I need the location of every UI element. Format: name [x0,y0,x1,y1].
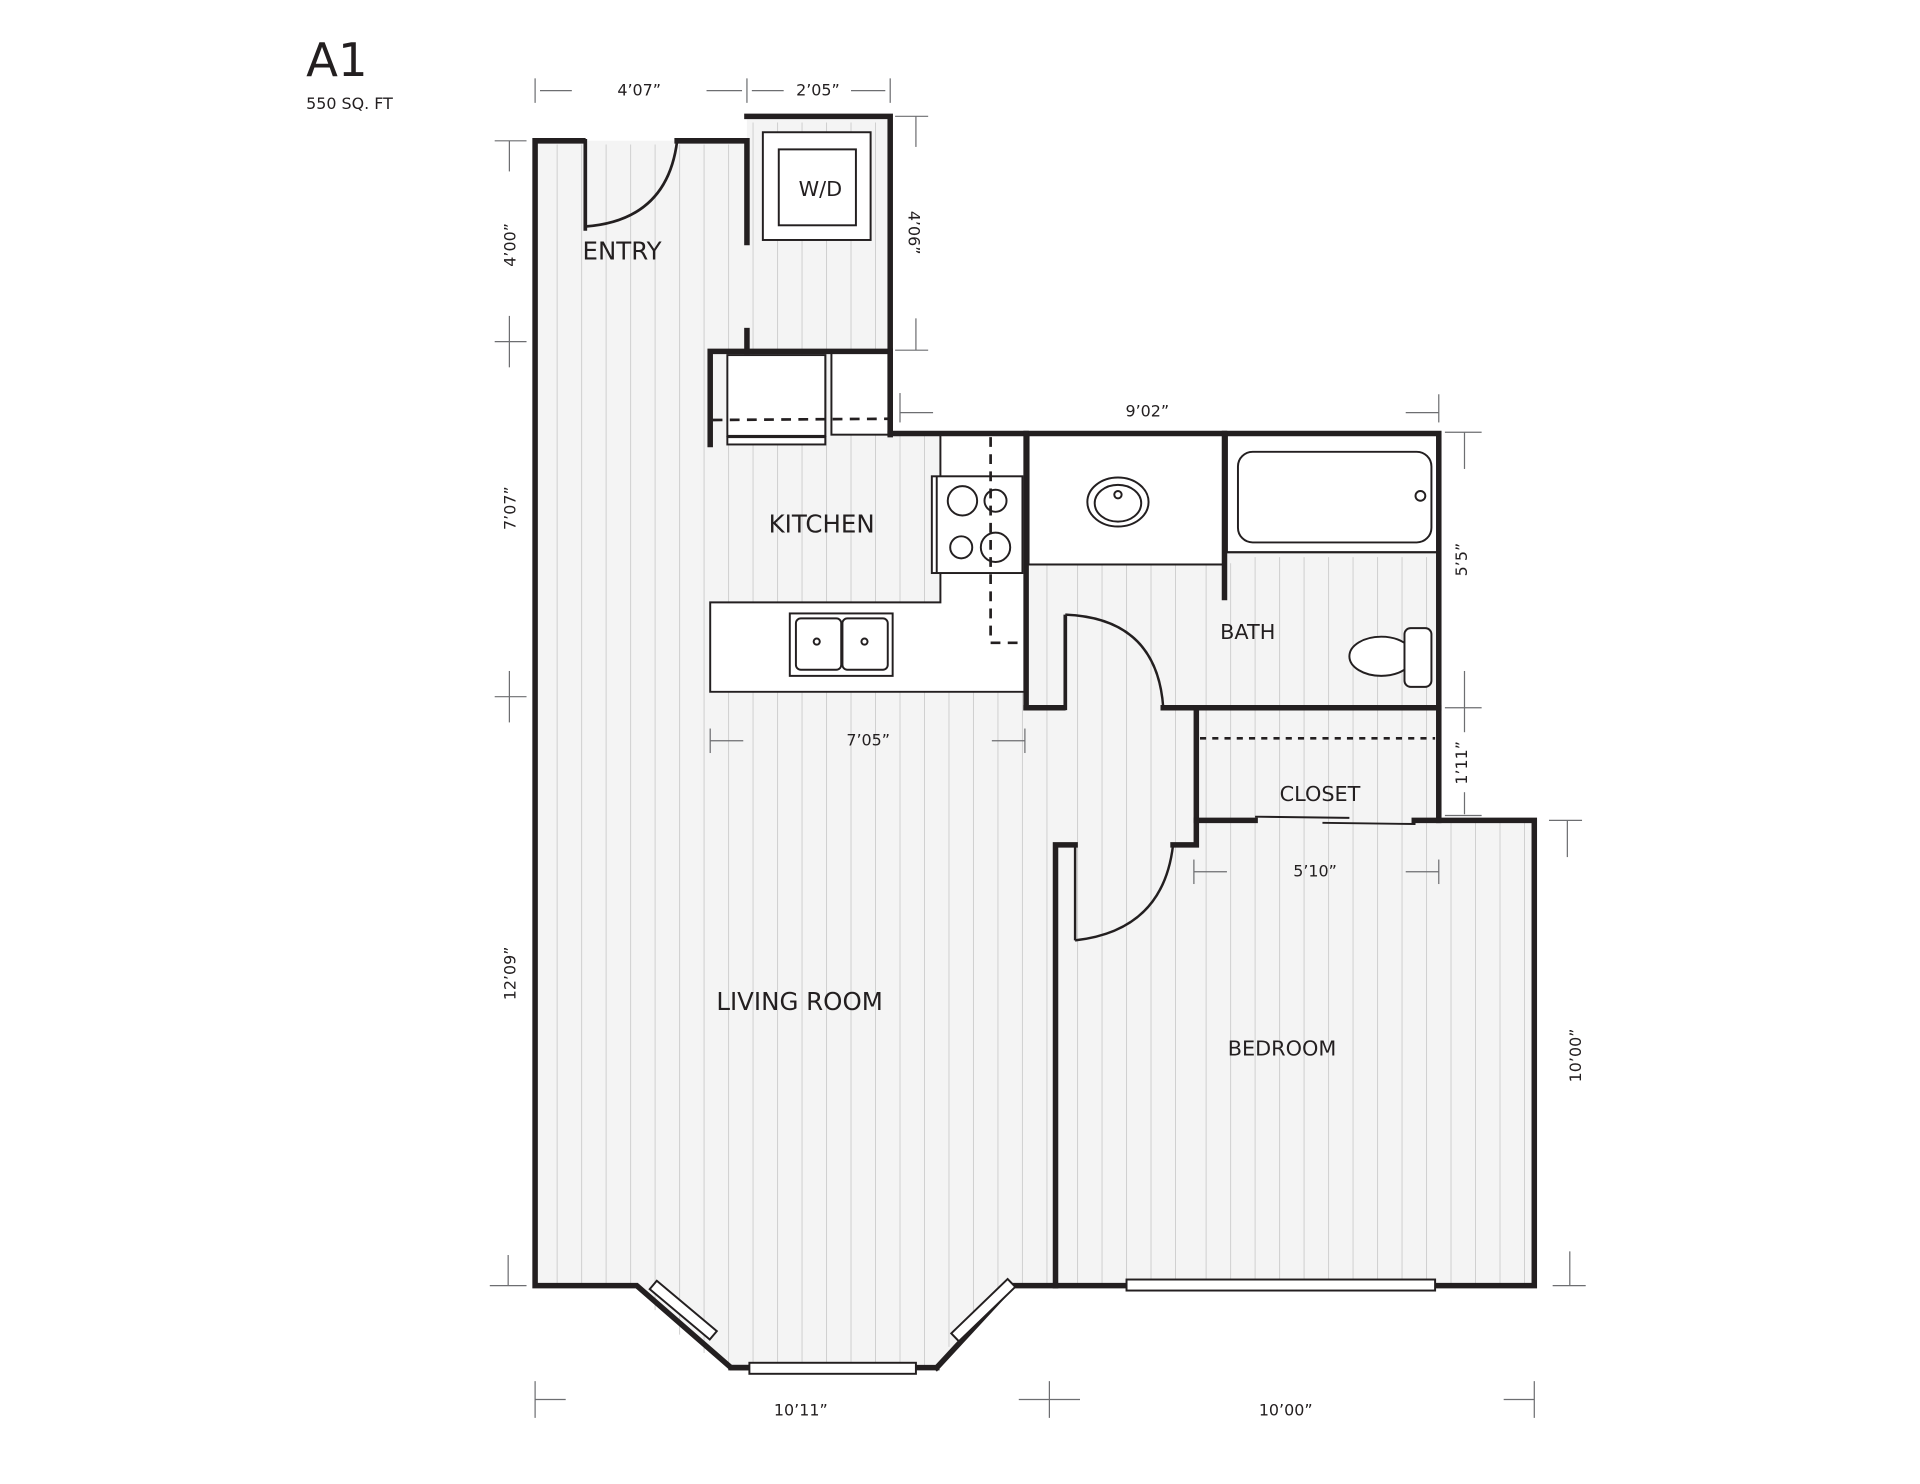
room-labels: ENTRY KITCHEN BATH CLOSET LIVING ROOM BE… [582,237,1360,1061]
bathtub-icon [1236,450,1433,544]
dim-entry-width: 4’07” [617,81,661,100]
dim-bedroom-depth: 10’00” [1566,1029,1585,1083]
window-icon [648,1279,719,1341]
dim-kitchen-depth: 7’07” [501,486,520,530]
dim-entry-depth: 4’00” [501,223,520,267]
kitchen-fixtures [709,350,1028,693]
entry-label: ENTRY [582,237,661,266]
bedroom-door-icon [1074,844,1175,942]
window-icon [949,1277,1017,1343]
dim-kitchen-width: 7’05” [846,731,890,750]
window-icon [1125,1278,1437,1292]
dim-living-width: 10’11” [774,1400,828,1419]
wood-plank-pattern [556,122,1525,1366]
unit-area: 550 SQ. FT [306,94,393,113]
doors [583,138,1175,942]
dim-bath-depth: 5’5” [1452,543,1471,577]
dim-bedroom-width: 10’00” [1259,1400,1313,1419]
dim-closet-width: 5’10” [1293,862,1337,881]
window-icon [748,1361,917,1375]
dimension-lines [489,78,1586,1418]
washer-dryer: W/D [761,131,872,241]
dim-living-depth: 12’09” [501,947,520,1001]
unit-title: A1 [306,33,367,87]
dim-bath-width: 9’02” [1126,401,1170,420]
bedroom-label: BEDROOM [1228,1036,1337,1060]
entry-door-icon [583,140,679,228]
dimension-labels: 4’07” 2’05” 4’06” 4’00” 7’07” 12’09” 9’0… [501,81,1585,1420]
closet-label: CLOSET [1280,782,1361,806]
windows [648,1277,1437,1375]
dim-closet-depth: 1’11” [1452,741,1471,785]
bath-door-icon [1065,613,1165,708]
walls [532,113,1538,1372]
bath-label: BATH [1220,620,1275,644]
floor-fill [535,116,1535,1368]
kitchen-label: KITCHEN [769,510,875,539]
dim-wd-width: 2’05” [796,81,840,100]
stove-icon [930,475,1024,575]
living-room-label: LIVING ROOM [716,987,882,1016]
wd-label: W/D [799,177,843,201]
bathroom-sink-icon [1086,476,1150,528]
dim-wd-depth: 4’06” [905,211,924,255]
